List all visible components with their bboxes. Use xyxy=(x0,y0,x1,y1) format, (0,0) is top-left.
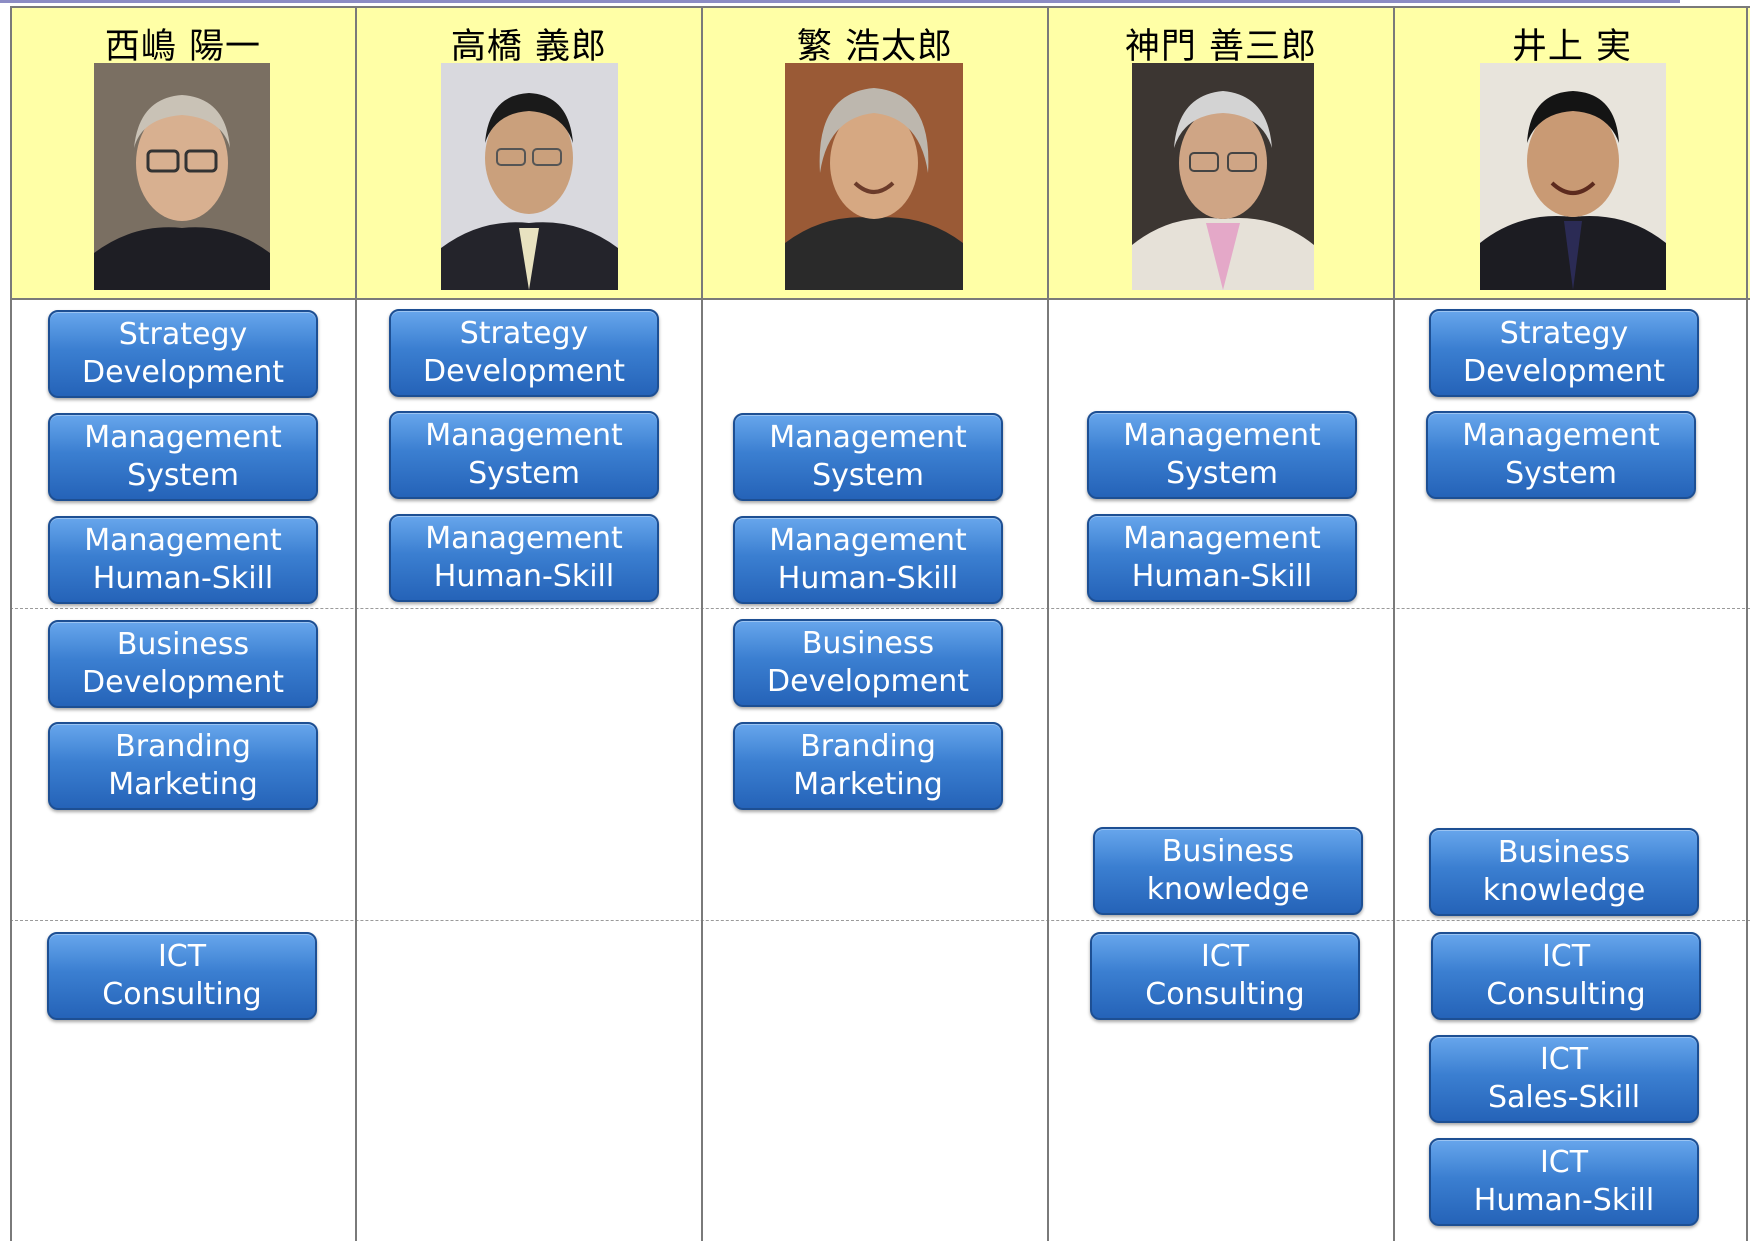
portrait-icon xyxy=(441,63,618,290)
member-header-4: 神門 善三郎 xyxy=(1048,6,1394,299)
member-photo xyxy=(785,63,963,290)
member-photo xyxy=(1480,63,1666,290)
column-line xyxy=(1047,6,1049,1241)
member-photo xyxy=(94,63,270,290)
column-line xyxy=(1393,6,1395,1241)
column-line xyxy=(1746,6,1748,1241)
section-divider xyxy=(10,608,1750,609)
member-name: 井上 実 xyxy=(1511,27,1633,67)
member-name: 西嶋 陽一 xyxy=(104,27,262,67)
member-header-3: 繁 浩太郎 xyxy=(702,6,1048,299)
member-photo xyxy=(1132,63,1314,290)
member-name: 繁 浩太郎 xyxy=(796,27,954,67)
column-line xyxy=(10,6,12,1241)
section-divider xyxy=(10,920,1750,921)
member-name: 神門 善三郎 xyxy=(1124,27,1318,67)
member-name: 高橋 義郎 xyxy=(450,27,608,67)
member-header-5: 井上 実 xyxy=(1394,6,1750,299)
portrait-icon xyxy=(1480,63,1666,290)
skills-matrix: 西嶋 陽一 高橋 義郎 繁 xyxy=(10,6,1750,1241)
member-header-2: 高橋 義郎 xyxy=(356,6,702,299)
portrait-icon xyxy=(1132,63,1314,290)
member-photo xyxy=(441,63,618,290)
grid-top-line xyxy=(10,6,1750,8)
top-rule xyxy=(0,0,1680,3)
header-bottom-line xyxy=(10,298,1750,300)
portrait-icon xyxy=(94,63,270,290)
portrait-icon xyxy=(785,63,963,290)
member-header-1: 西嶋 陽一 xyxy=(10,6,356,299)
column-line xyxy=(701,6,703,1241)
column-line xyxy=(355,6,357,1241)
